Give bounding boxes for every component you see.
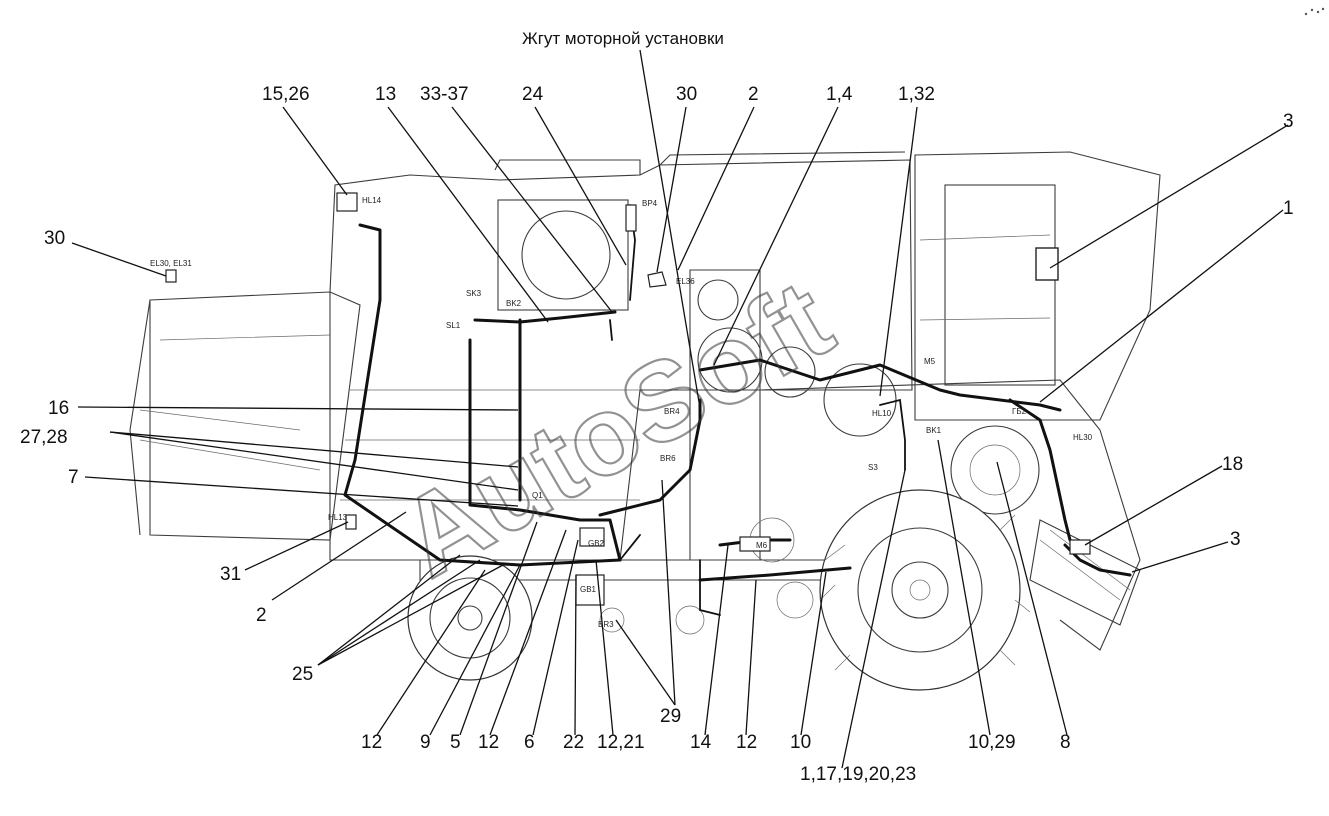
tag-hl10: HL10	[872, 409, 892, 418]
callout-12-b: 12	[478, 732, 499, 753]
callout-15-26: 15,26	[262, 84, 310, 105]
tag-gb2: GB2	[588, 539, 605, 548]
leader-lines	[71, 49, 1289, 769]
sensor-bp4	[625, 204, 637, 232]
battery-gb2	[579, 527, 605, 547]
callout-18: 18	[1222, 454, 1243, 475]
tag-gb2t: ГБ2	[1012, 407, 1027, 416]
callout-33-37: 33-37	[420, 84, 469, 105]
callout-2-top: 2	[748, 84, 759, 105]
callout-30-left: 30	[44, 228, 65, 249]
callout-27-28: 27,28	[20, 427, 68, 448]
beacon-lamp-hl14	[336, 192, 358, 212]
tag-s3: S3	[868, 463, 878, 472]
callout-12-21: 12,21	[597, 732, 645, 753]
motor-m6	[739, 536, 771, 552]
lamp-18	[1069, 539, 1091, 555]
lamp-hl13	[345, 514, 357, 530]
callout-2-left: 2	[256, 605, 267, 626]
callout-14: 14	[690, 732, 712, 753]
callout-7: 7	[68, 467, 79, 488]
diagram-title: Жгут моторной установки	[522, 29, 724, 48]
tag-el30: EL30, EL31	[150, 259, 192, 268]
tag-sl1: SL1	[446, 321, 461, 330]
callout-3-top: 3	[1283, 111, 1294, 132]
tag-hl30: HL30	[1073, 433, 1093, 442]
tag-hl13: HL13	[328, 513, 348, 522]
tag-m5: M5	[924, 357, 936, 366]
work-lamp-el30	[165, 269, 177, 283]
callout-24: 24	[522, 84, 544, 105]
tag-hl14: HL14	[362, 196, 382, 205]
tag-br6: BR6	[660, 454, 676, 463]
callout-1-32: 1,32	[898, 84, 935, 105]
callout-13: 13	[375, 84, 396, 105]
callout-16: 16	[48, 398, 69, 419]
callout-22: 22	[563, 732, 584, 753]
callout-1-17-19-20-23: 1,17,19,20,23	[800, 764, 916, 785]
tag-bk1: BK1	[926, 426, 942, 435]
callout-1-4: 1,4	[826, 84, 853, 105]
tag-bp4: BP4	[642, 199, 658, 208]
callout-25: 25	[292, 664, 313, 685]
callout-8: 8	[1060, 732, 1071, 753]
tag-br4: BR4	[664, 407, 680, 416]
tag-bk2: BK2	[506, 299, 522, 308]
watermark-text: AutoSoft	[380, 256, 852, 601]
tag-m6: M6	[756, 541, 768, 550]
callout-10: 10	[790, 732, 811, 753]
tag-q1: Q1	[532, 491, 543, 500]
callout-12-c: 12	[736, 732, 757, 753]
callout-3-right: 3	[1230, 529, 1241, 550]
tag-br3: BR3	[598, 620, 614, 629]
component-tags: HL14 EL30, EL31 BP4 EL36 SK3 BK2 SL1 M5 …	[150, 192, 1093, 629]
callout-31: 31	[220, 564, 241, 585]
watermark: AutoSoft	[378, 255, 852, 602]
tag-el36: EL36	[676, 277, 695, 286]
callout-labels: Жгут моторной установки 15,26 13 33-37 2…	[20, 29, 1294, 785]
tag-gb1: GB1	[580, 585, 597, 594]
corner-mark	[1304, 7, 1325, 16]
lamp-el36	[647, 271, 667, 288]
callout-30-top: 30	[676, 84, 697, 105]
callout-29: 29	[660, 706, 681, 727]
callout-10-29: 10,29	[968, 732, 1016, 753]
callout-6: 6	[524, 732, 535, 753]
callout-1-right: 1	[1283, 198, 1294, 219]
callout-12-a: 12	[361, 732, 382, 753]
callout-5: 5	[450, 732, 461, 753]
mirror-3	[1035, 247, 1059, 281]
tag-sk3: SK3	[466, 289, 482, 298]
callout-9: 9	[420, 732, 431, 753]
